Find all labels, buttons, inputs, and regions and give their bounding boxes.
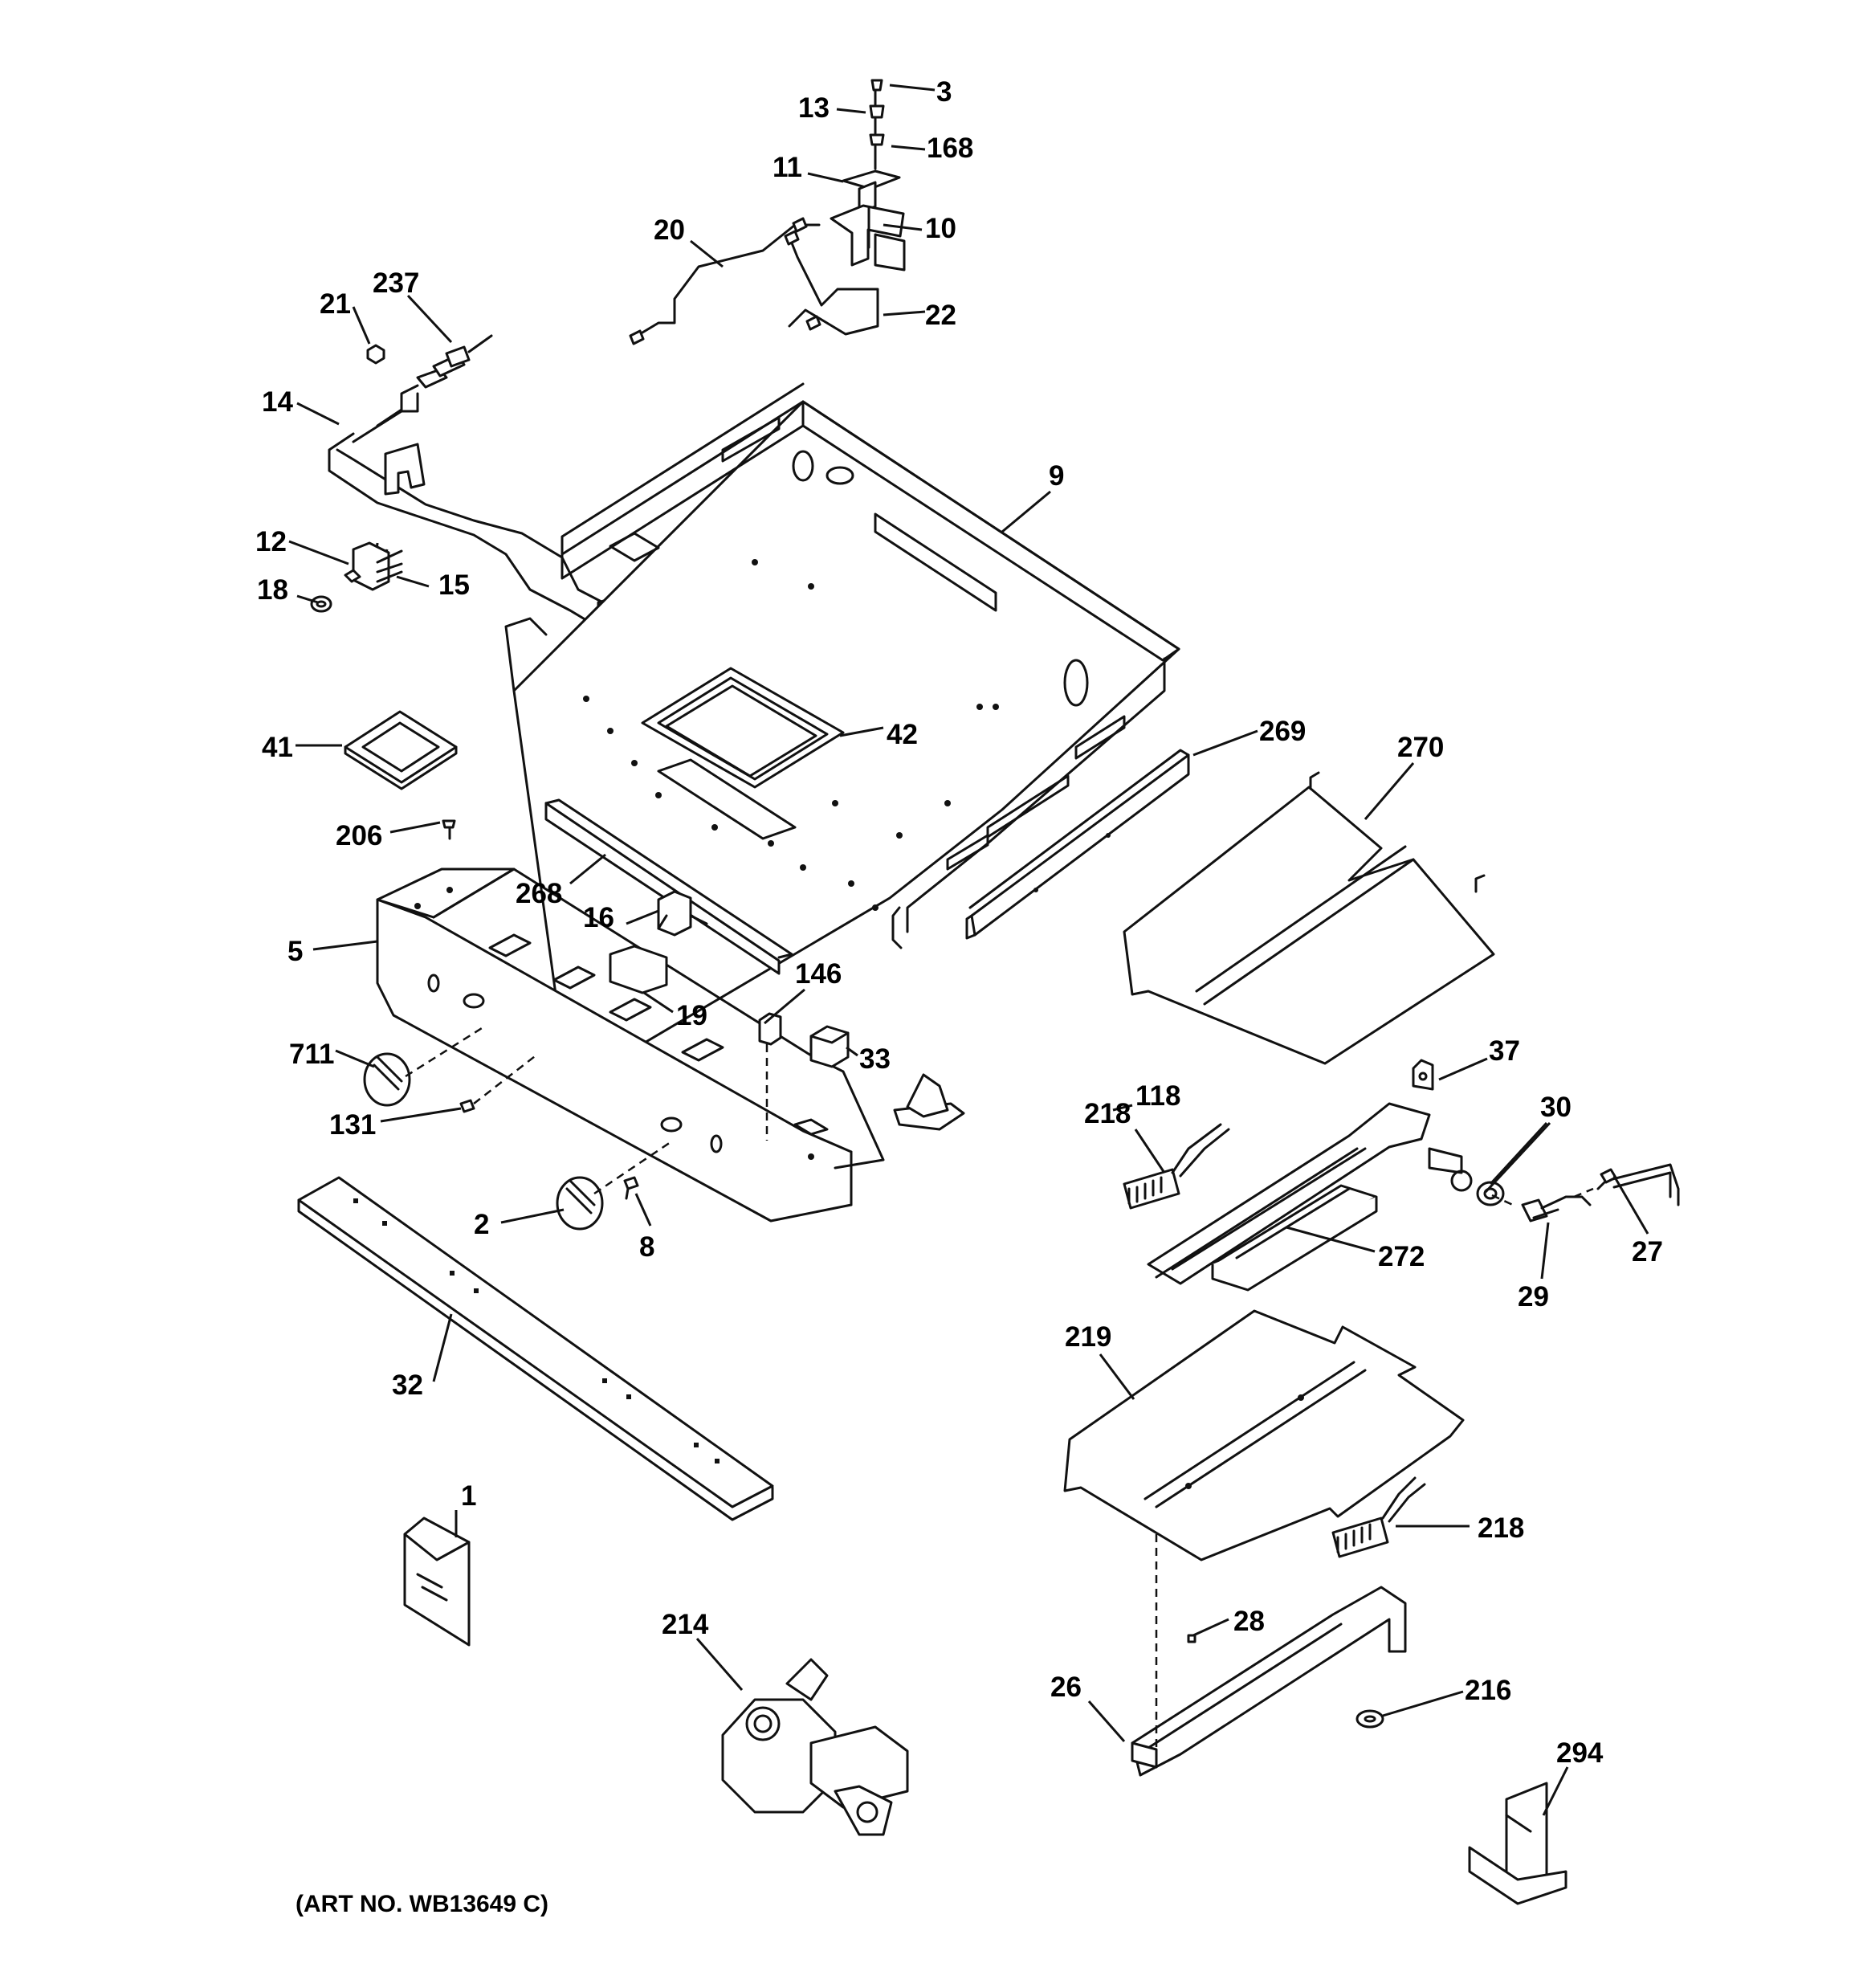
valve-bracket-12-15 <box>344 541 403 591</box>
callout-269: 269 <box>1259 716 1306 747</box>
callout-237: 237 <box>373 267 419 299</box>
bracket-294 <box>1468 1782 1567 1905</box>
callout-219: 219 <box>1065 1321 1111 1353</box>
callout-42: 42 <box>887 719 918 750</box>
pilot-tube-22 <box>784 230 879 336</box>
pilot-tube-20 <box>629 217 821 345</box>
callout-9: 9 <box>1049 460 1064 492</box>
callout-5: 5 <box>287 936 303 967</box>
callout-33: 33 <box>859 1043 891 1075</box>
callout-29: 29 <box>1518 1281 1549 1312</box>
callout-16: 16 <box>583 902 614 933</box>
callout-32: 32 <box>392 1370 423 1401</box>
tube-27 <box>1596 1163 1680 1206</box>
callout-41: 41 <box>262 732 293 763</box>
collar-30 <box>1476 1181 1505 1206</box>
igniter-218-upper <box>1123 1123 1230 1210</box>
gas-valve-214 <box>721 1658 909 1836</box>
callout-20: 20 <box>654 214 685 246</box>
clip-146 <box>758 1012 782 1046</box>
callout-11: 11 <box>773 152 802 183</box>
callout-118: 118 <box>1135 1080 1180 1112</box>
callout-13: 13 <box>798 92 830 124</box>
callout-214: 214 <box>662 1609 709 1640</box>
bracket-19 <box>609 945 668 994</box>
callout-10: 10 <box>925 213 956 244</box>
callout-146: 146 <box>795 958 842 990</box>
callout-37: 37 <box>1489 1035 1520 1067</box>
panel-268 <box>544 798 793 975</box>
tab-37 <box>1412 1059 1434 1091</box>
callout-28: 28 <box>1233 1606 1265 1637</box>
washer-216 <box>1355 1709 1384 1729</box>
callout-268: 268 <box>516 878 562 909</box>
panel-269 <box>965 749 1190 940</box>
callout-19: 19 <box>676 1000 707 1031</box>
callout-1: 1 <box>461 1480 476 1512</box>
callout-26: 26 <box>1050 1672 1082 1703</box>
fitting-237 <box>432 334 493 378</box>
callout-18: 18 <box>257 574 288 606</box>
art-number-caption: (ART NO. WB13649 C) <box>296 1891 548 1917</box>
callout-272: 272 <box>1378 1241 1425 1272</box>
callout-216: 216 <box>1465 1675 1511 1706</box>
gasket-41 <box>344 710 458 790</box>
trim-strip-32 <box>297 1176 774 1521</box>
callout-labels: 3 13 168 11 10 20 22 237 21 14 9 12 15 1… <box>255 76 1663 1769</box>
callout-2: 2 <box>474 1209 489 1240</box>
callout-30: 30 <box>1540 1092 1572 1123</box>
callout-294: 294 <box>1556 1737 1604 1769</box>
callout-168: 168 <box>927 133 973 164</box>
callout-3: 3 <box>936 76 952 108</box>
nut-21 <box>366 344 385 365</box>
washer-18 <box>310 595 332 613</box>
callout-206: 206 <box>336 820 382 851</box>
knob-711 <box>363 1052 411 1107</box>
callout-131: 131 <box>329 1109 376 1141</box>
switch-33 <box>809 1025 850 1068</box>
screw-28 <box>1187 1634 1196 1643</box>
screw-206 <box>442 819 456 840</box>
callout-14: 14 <box>262 386 293 418</box>
callout-711: 711 <box>289 1039 334 1070</box>
screw-8 <box>623 1176 639 1200</box>
callout-12: 12 <box>255 526 287 557</box>
pilot-orifice-assembly <box>830 79 906 271</box>
callout-218-upper: 218 <box>1084 1098 1131 1129</box>
elbow-29 <box>1521 1195 1592 1223</box>
burner-assembly-30 <box>1147 1102 1473 1285</box>
igniter-218-lower <box>1331 1476 1426 1558</box>
callout-21: 21 <box>320 288 351 320</box>
literature-1 <box>403 1517 471 1647</box>
leader-lines <box>288 84 1649 1816</box>
knob-2 <box>556 1176 604 1231</box>
callout-15: 15 <box>438 569 470 601</box>
heat-shield-270 <box>1123 771 1495 1065</box>
burner-26 <box>1131 1586 1407 1777</box>
heat-shield-219 <box>1063 1309 1465 1561</box>
callout-27: 27 <box>1632 1236 1663 1268</box>
callout-270: 270 <box>1397 732 1444 763</box>
ignitor-118 <box>893 1073 965 1131</box>
callout-22: 22 <box>925 300 956 331</box>
control-panel-5 <box>376 867 885 1223</box>
callout-8: 8 <box>639 1231 654 1263</box>
switch-16 <box>657 890 708 937</box>
screw-131 <box>459 1099 475 1113</box>
callout-218-lower: 218 <box>1478 1512 1524 1544</box>
